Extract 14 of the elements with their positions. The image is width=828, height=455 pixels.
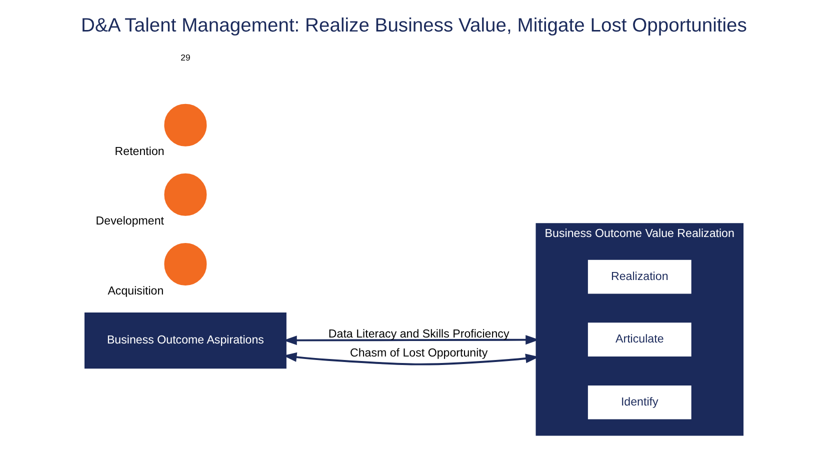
node-box: Identify (586, 384, 692, 420)
node-label: Acquisition (108, 285, 164, 298)
edge-label: Chasm of Lost Opportunity (350, 348, 488, 360)
node-box: Realization (586, 258, 692, 295)
diagram-title: D&A Talent Management: Realize Business Value, Mitigate Lost Opportunities (81, 15, 747, 36)
node-box: Articulate (586, 322, 692, 358)
label: 29 (180, 52, 190, 63)
node-label: Retention (114, 146, 164, 158)
edge-label: Data Literacy and Skills Proficiency (328, 328, 510, 340)
node-label: Development (96, 216, 164, 228)
node-box: Business Outcome Aspirations (84, 312, 286, 369)
node-circle (164, 242, 207, 286)
node-circle (164, 104, 207, 146)
node-circle (164, 173, 207, 216)
